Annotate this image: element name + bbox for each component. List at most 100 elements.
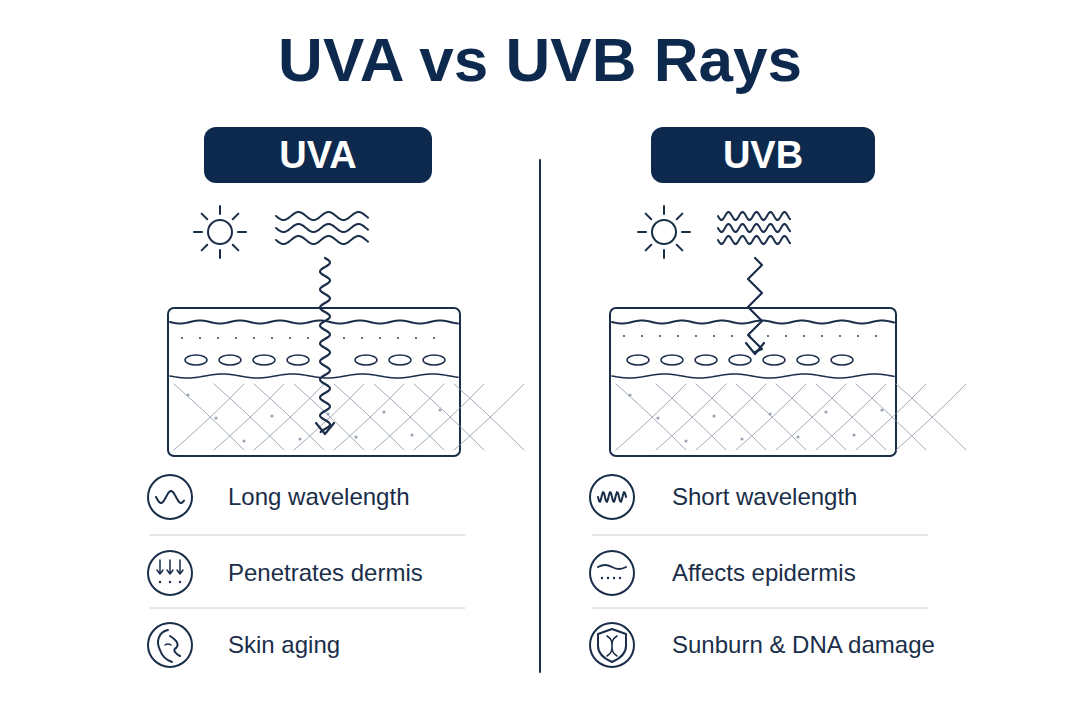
- dermis-fibre: [414, 384, 484, 450]
- skin-dot: [875, 335, 877, 337]
- skin-dot: [623, 335, 625, 337]
- sun-ray: [646, 214, 652, 220]
- skin-dot: [821, 335, 823, 337]
- uva-arrowhead: [316, 423, 334, 434]
- dermis-fibre: [374, 384, 444, 450]
- skin-dot: [235, 337, 237, 339]
- skin-dot: [628, 393, 631, 396]
- sun-ray: [238, 231, 246, 233]
- skin-surface: [170, 321, 458, 324]
- dermis-fibre: [736, 384, 806, 450]
- dermis-boundary: [170, 374, 458, 378]
- sun-ray: [194, 231, 202, 233]
- sun-ray: [638, 231, 646, 233]
- feature-label: Long wavelength: [228, 482, 409, 512]
- dermis-fibre: [294, 384, 364, 450]
- skin-dot: [880, 408, 883, 411]
- skin-dot: [186, 393, 189, 396]
- dermis-fibre: [656, 384, 726, 450]
- skin-dot: [270, 414, 273, 417]
- dermis-fibre: [174, 384, 244, 450]
- header-text: UVB: [723, 133, 803, 177]
- skin-cell: [763, 355, 785, 365]
- skin-dot: [397, 337, 399, 339]
- dermis-fibre: [856, 384, 926, 450]
- skin-cell: [287, 355, 309, 365]
- skin-dot: [803, 335, 805, 337]
- dermis-fibre: [454, 384, 524, 450]
- dermis-fibre: [696, 384, 766, 450]
- penetrate-dot: [159, 581, 161, 583]
- dermis-boundary: [612, 374, 894, 378]
- icon-circle: [148, 551, 192, 595]
- skin-dot: [199, 337, 201, 339]
- skin-dot: [242, 439, 245, 442]
- epidermis-dot: [619, 577, 621, 579]
- row-separator: [592, 608, 928, 609]
- dermis-fibre: [254, 384, 324, 450]
- skin-dot: [410, 433, 413, 436]
- skin-cell: [831, 355, 853, 365]
- dermis-fibre: [856, 384, 926, 450]
- dermis-fibre: [214, 384, 284, 450]
- penetrate-dot: [179, 581, 181, 583]
- sun-ray: [202, 214, 208, 220]
- skin-cell: [219, 355, 241, 365]
- skin-dot: [767, 335, 769, 337]
- skin-dot: [659, 335, 661, 337]
- sun-ray: [646, 245, 652, 251]
- penetrate-icon: [177, 560, 183, 574]
- skin-dot: [656, 416, 659, 419]
- epidermis-dot: [613, 577, 615, 579]
- sun-ray: [682, 231, 690, 233]
- dermis-fibre: [696, 384, 766, 450]
- skin-cell: [423, 355, 445, 365]
- skin-cell: [797, 355, 819, 365]
- sun-ray: [663, 206, 665, 214]
- uva-wave: [276, 212, 368, 220]
- sun-icon: [208, 220, 232, 244]
- sun-ray: [677, 245, 683, 251]
- skin-cell: [729, 355, 751, 365]
- dna-icon: [607, 636, 617, 656]
- face-icon: [165, 644, 171, 645]
- skin-surface: [612, 321, 894, 324]
- skin-dot: [713, 335, 715, 337]
- uva-ray-arrow: [320, 258, 330, 432]
- skin-dot: [253, 337, 255, 339]
- uvb-arrowhead: [746, 343, 764, 354]
- uvb-wave: [718, 236, 790, 244]
- epidermis-icon: [598, 565, 626, 569]
- feature-label: Affects epidermis: [672, 558, 856, 588]
- dermis-fibre: [374, 384, 444, 450]
- dermis-fibre: [334, 384, 404, 450]
- skin-dot: [731, 335, 733, 337]
- skin-dot: [271, 337, 273, 339]
- header-pill: UVA: [204, 127, 432, 183]
- dermis-fibre: [616, 384, 686, 450]
- skin-dot: [796, 435, 799, 438]
- skin-dot: [839, 335, 841, 337]
- feature-label: Sunburn & DNA damage: [672, 630, 935, 660]
- skin-dot: [289, 337, 291, 339]
- skin-cell: [661, 355, 683, 365]
- skin-dot: [361, 337, 363, 339]
- uvb-ray-arrow: [748, 258, 762, 352]
- skin-dot: [379, 337, 381, 339]
- long-wave-icon: [156, 491, 184, 503]
- skin-cell: [389, 355, 411, 365]
- header-pill: UVB: [651, 127, 875, 183]
- skin-dot: [852, 433, 855, 436]
- skin-dot: [740, 437, 743, 440]
- penetrate-icon: [157, 560, 163, 574]
- skin-dot: [684, 439, 687, 442]
- icon-circle: [590, 551, 634, 595]
- sun-ray: [663, 250, 665, 258]
- short-wave-icon: [598, 492, 626, 502]
- skin-dot: [712, 414, 715, 417]
- dermis-fibre: [254, 384, 324, 450]
- skin-dot: [298, 437, 301, 440]
- dermis-fibre: [776, 384, 846, 450]
- skin-cell: [253, 355, 275, 365]
- dermis-fibre: [816, 384, 886, 450]
